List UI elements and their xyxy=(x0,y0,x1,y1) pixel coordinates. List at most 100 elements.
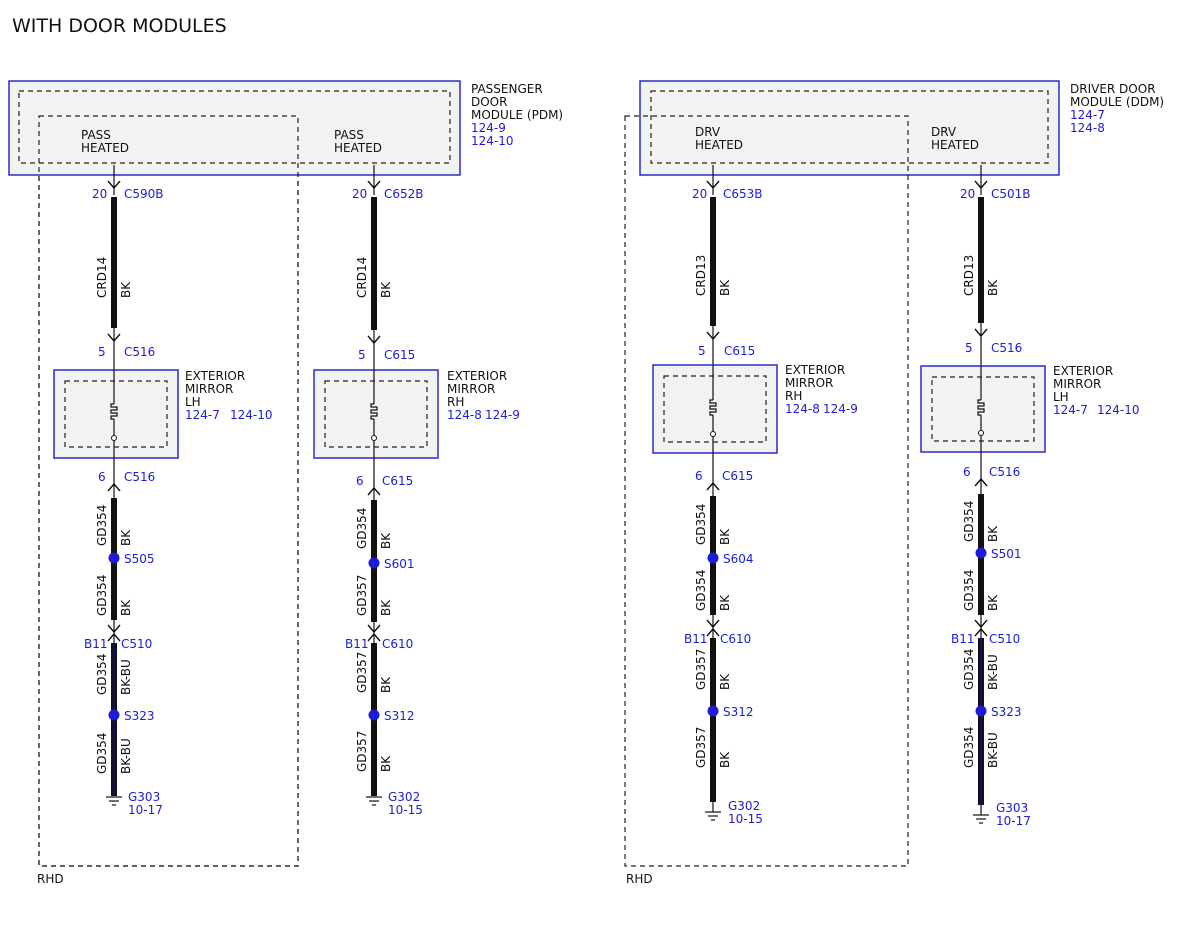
connector-arrow-icon xyxy=(974,328,988,338)
inline-connector-name: C510 xyxy=(989,632,1020,646)
exterior-mirror-box xyxy=(313,369,439,459)
connector-arrow-icon xyxy=(367,180,381,190)
mirror-out-name: C615 xyxy=(722,469,753,483)
mirror-out-name: C615 xyxy=(382,474,413,488)
pdm-name-line-1: PASSENGER xyxy=(471,82,543,96)
upper-wire-color: BK xyxy=(986,279,1000,296)
connector-arrow-icon xyxy=(974,180,988,190)
rhd-region-right xyxy=(624,115,909,867)
heated-label-line-1: DRV xyxy=(931,125,957,139)
pdm-name-line-2: DOOR xyxy=(471,95,507,109)
upper-wire-color: BK xyxy=(379,281,393,298)
splice-dot-icon xyxy=(108,709,120,721)
mirror-in-name: C516 xyxy=(124,345,155,359)
heater-element-icon xyxy=(370,403,378,420)
mirror-name-line-2: MIRROR xyxy=(185,382,233,396)
top-connector-pin: 20 xyxy=(960,187,975,201)
mirror-ref-1: 124-7 xyxy=(185,408,220,422)
wire-c-circuit: GD354 xyxy=(962,649,976,690)
wire-b-circuit: GD354 xyxy=(95,575,109,616)
ground-name: G303 xyxy=(996,801,1028,815)
top-connector-name: C501B xyxy=(991,187,1031,201)
wire-a-color: BK xyxy=(718,528,732,545)
splice-dot-icon xyxy=(975,705,987,717)
wire-d-circuit: GD354 xyxy=(962,727,976,768)
mirror-in-pin: 5 xyxy=(358,348,366,362)
ddm-ref-2: 124-8 xyxy=(1070,121,1105,135)
inline-connector-name: C610 xyxy=(720,632,751,646)
mirror-name-line-3: RH xyxy=(785,389,802,403)
ground-ref: 10-15 xyxy=(388,803,423,817)
upper-wire-circuit: CRD13 xyxy=(694,255,708,296)
pdm-name-line-3: MODULE (PDM) xyxy=(471,108,563,122)
wire-c-color: BK-BU xyxy=(119,659,133,695)
mirror-name-line-3: LH xyxy=(185,395,201,409)
wire-a-color: BK xyxy=(379,532,393,549)
mirror-ref-2: 124-10 xyxy=(1097,403,1140,417)
mirror-ref-1: 124-8 xyxy=(447,408,482,422)
mirror-ref-2: 124-9 xyxy=(485,408,520,422)
top-connector-pin: 20 xyxy=(352,187,367,201)
top-connector-pin: 20 xyxy=(92,187,107,201)
terminal-icon xyxy=(710,431,716,437)
pdm-ref-1: 124-9 xyxy=(471,121,506,135)
wire-b-color: BK xyxy=(119,599,133,616)
wire-c-circuit: GD357 xyxy=(355,652,369,693)
mirror-name-line-2: MIRROR xyxy=(785,376,833,390)
heated-label-line-2: HEATED xyxy=(695,138,743,152)
ddm-name-line-2: MODULE (DDM) xyxy=(1070,95,1164,109)
wire-d-circuit: GD357 xyxy=(694,727,708,768)
exterior-mirror-box xyxy=(53,369,179,459)
splice-dot-icon xyxy=(707,552,719,564)
mirror-in-name: C516 xyxy=(991,341,1022,355)
circuit-drv-rh: DRV HEATED 20 C653B CRD13 BK 5 C615 EXTE… xyxy=(652,125,858,826)
connector-arrow-icon xyxy=(107,482,121,492)
wire-a-color: BK xyxy=(986,525,1000,542)
ddm-ref-1: 124-7 xyxy=(1070,108,1105,122)
wire-d-color: BK xyxy=(718,751,732,768)
circuit-pass-lh: PASS HEATED 20 C590B CRD14 BK 5 C516 EXT… xyxy=(53,128,273,817)
inline-connector-pin: B11 xyxy=(345,637,369,651)
circuit-pass-rh: PASS HEATED 20 C652B CRD14 BK 5 C615 EXT… xyxy=(313,128,520,817)
pdm-ref-2: 124-10 xyxy=(471,134,514,148)
connector-arrow-icon xyxy=(974,477,988,487)
wire-b-circuit: GD357 xyxy=(355,575,369,616)
mirror-ref-1: 124-7 xyxy=(1053,403,1088,417)
splice-2-label: S323 xyxy=(124,709,155,723)
upper-wire-color: BK xyxy=(119,281,133,298)
wire-b-color: BK xyxy=(718,594,732,611)
ground-name: G302 xyxy=(388,790,420,804)
splice-dot-icon xyxy=(368,557,380,569)
rhd-region-left xyxy=(38,115,299,867)
wire-d-circuit: GD357 xyxy=(355,731,369,772)
mirror-out-pin: 6 xyxy=(695,469,703,483)
wire-a-circuit: GD354 xyxy=(962,501,976,542)
connector-arrow-icon xyxy=(367,632,381,642)
ddm-name-line-1: DRIVER DOOR xyxy=(1070,82,1156,96)
mirror-out-name: C516 xyxy=(124,470,155,484)
wire-d-color: BK xyxy=(379,755,393,772)
connector-arrow-icon xyxy=(107,632,121,642)
ddm-module-box xyxy=(639,80,1060,176)
mirror-ref-2: 124-9 xyxy=(823,402,858,416)
ground-name: G303 xyxy=(128,790,160,804)
splice-2-label: S323 xyxy=(991,705,1022,719)
splice-1-label: S501 xyxy=(991,547,1022,561)
connector-arrow-icon xyxy=(367,486,381,496)
connector-arrow-icon xyxy=(706,331,720,341)
heater-element-icon xyxy=(977,399,985,416)
connector-arrow-icon xyxy=(706,627,720,637)
inline-connector-pin: B11 xyxy=(684,632,708,646)
inline-connector-name: C610 xyxy=(382,637,413,651)
circuit-drv-lh: DRV HEATED 20 C501B CRD13 BK 5 C516 EXTE… xyxy=(920,125,1140,828)
terminal-icon xyxy=(978,430,984,436)
connector-arrow-icon xyxy=(367,624,381,634)
connector-arrow-icon xyxy=(107,624,121,634)
ground-ref: 10-17 xyxy=(128,803,163,817)
mirror-name-line-1: EXTERIOR xyxy=(447,369,507,383)
mirror-ref-2: 124-10 xyxy=(230,408,273,422)
wire-b-circuit: GD354 xyxy=(694,570,708,611)
wire-d-color: BK-BU xyxy=(986,732,1000,768)
wire-c-color: BK xyxy=(718,673,732,690)
